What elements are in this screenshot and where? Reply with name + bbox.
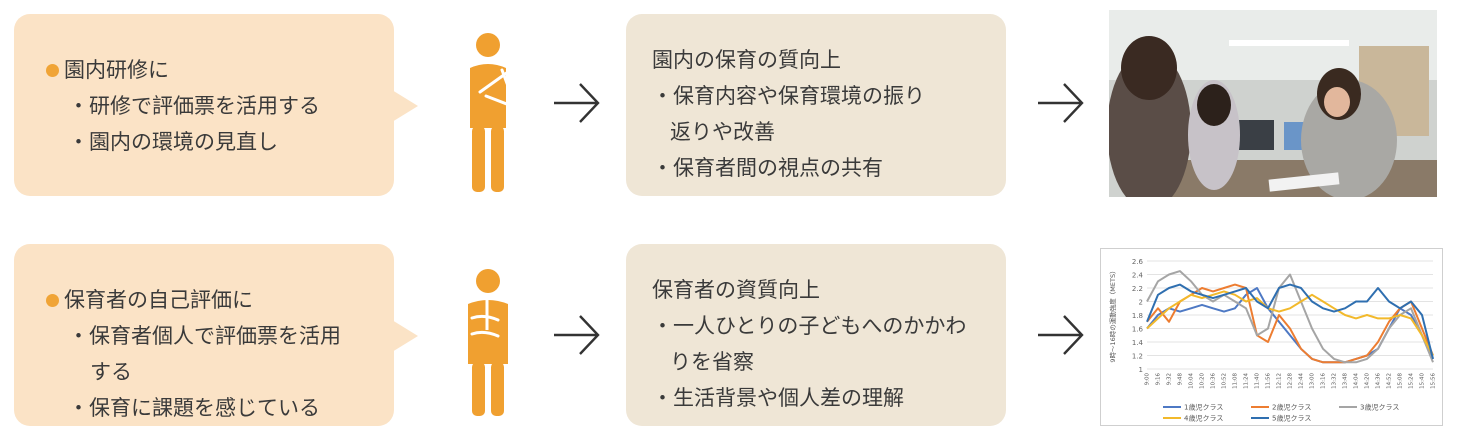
y-tick-label: 2.6: [1132, 258, 1144, 266]
x-tick-label: 11:40: [1255, 373, 1261, 389]
outcome-item: ・保育内容や保育環境の振り: [652, 84, 925, 108]
x-tick-label: 15:40: [1420, 373, 1426, 389]
y-tick-label: 2.2: [1132, 285, 1143, 293]
series-line: [1146, 290, 1434, 356]
x-tick-label: 15:08: [1398, 373, 1404, 389]
x-tick-label: 12:28: [1288, 373, 1294, 389]
y-tick-label: 1.4: [1132, 339, 1144, 347]
training-bubble: 園内研修に ・研修で評価票を活用する ・園内の環境の見直し: [14, 14, 418, 196]
x-tick-label: 12:44: [1299, 373, 1305, 389]
x-tick-label: 15:24: [1409, 373, 1415, 389]
outcome-item-cont: 返りや改善: [670, 120, 775, 144]
x-tick-label: 9:32: [1167, 373, 1173, 385]
bubble-heading: 保育者の自己評価に: [46, 282, 394, 318]
x-tick-label: 10:52: [1222, 373, 1228, 389]
arrow-right-icon: [552, 78, 602, 128]
legend-label: 5歳児クラス: [1272, 414, 1311, 423]
series-line: [1146, 287, 1434, 364]
quality-outcome-box: 園内の保育の質向上 ・保育内容や保育環境の振り 返りや改善 ・保育者間の視点の共…: [626, 14, 1006, 196]
x-tick-label: 14:20: [1365, 373, 1371, 389]
bullet-dot-icon: [46, 63, 59, 77]
y-tick-label: 2.4: [1132, 272, 1144, 280]
x-tick-label: 11:56: [1266, 373, 1272, 389]
arrow-right-icon: [1036, 310, 1086, 360]
x-tick-label: 13:16: [1321, 373, 1327, 389]
x-tick-label: 13:48: [1343, 373, 1349, 389]
activity-chart: 1 1.2 1.4 1.6 1.8 2 2.2 2.4 2.6 9:00 9:16 9:32 9:48 1…: [1100, 248, 1443, 426]
x-tick-label: 10:36: [1211, 373, 1217, 389]
legend-label: 2歳児クラス: [1272, 403, 1311, 412]
x-tick-label: 12:12: [1277, 373, 1283, 389]
person-reading-icon: [458, 268, 518, 433]
x-tick-label: 14:52: [1387, 373, 1393, 389]
training-photo: [1109, 10, 1437, 197]
arrow-right-icon: [552, 310, 602, 360]
outcome-item: ・生活背景や個人差の理解: [652, 386, 904, 410]
bullet-dot-icon: [46, 293, 59, 307]
outcome-item-cont: りを省察: [670, 350, 754, 374]
activity-line-chart: 1 1.2 1.4 1.6 1.8 2 2.2 2.4 2.6 9:00 9:16 9:32 9:48 1…: [1108, 258, 1437, 423]
x-tick-label: 14:04: [1354, 373, 1360, 389]
y-tick-label: 1.6: [1132, 326, 1144, 334]
bubble-item: ・保育に課題を感じている: [68, 396, 320, 420]
legend-label: 3歳児クラス: [1360, 403, 1399, 412]
x-tick-label: 15:56: [1431, 373, 1437, 389]
y-tick-label: 1.2: [1132, 353, 1143, 361]
outcome-item: ・一人ひとりの子どもへのかかわ: [652, 314, 967, 338]
outcome-title: 園内の保育の質向上: [652, 48, 841, 72]
bubble-item: ・園内の環境の見直し: [68, 130, 278, 154]
x-tick-label: 13:32: [1332, 373, 1338, 389]
y-tick-label: 2: [1139, 299, 1143, 307]
legend-label: 1歳児クラス: [1184, 403, 1223, 412]
competence-outcome-box: 保育者の資質向上 ・一人ひとりの子どもへのかかわ りを省察 ・生活背景や個人差の…: [626, 244, 1006, 426]
y-tick-label: 1.8: [1132, 312, 1143, 320]
bubble-item: ・研修で評価票を活用する: [68, 94, 320, 118]
x-tick-label: 14:36: [1376, 373, 1382, 389]
x-tick-label: 10:04: [1189, 373, 1195, 389]
series-line: [1146, 283, 1434, 360]
bubble-item: ・保育者個人で評価票を活用: [68, 324, 341, 348]
x-tick-label: 9:00: [1145, 373, 1151, 386]
self-evaluation-bubble: 保育者の自己評価に ・保育者個人で評価票を活用 する ・保育に課題を感じている: [14, 244, 418, 426]
series-line: [1146, 270, 1434, 364]
x-tick-label: 11:08: [1233, 373, 1239, 389]
x-tick-label: 10:20: [1200, 373, 1206, 389]
outcome-item: ・保育者間の視点の共有: [652, 156, 883, 180]
bubble-item-cont: する: [90, 360, 132, 384]
x-tick-label: 9:16: [1156, 373, 1162, 386]
bubble-heading: 園内研修に: [46, 52, 394, 88]
person-thinking-icon: [458, 32, 518, 197]
outcome-title: 保育者の資質向上: [652, 278, 820, 302]
arrow-right-icon: [1036, 78, 1086, 128]
y-tick-label: 1: [1139, 366, 1143, 374]
y-axis-label: 9時〜16時の運動強度（METS）: [1108, 267, 1117, 362]
x-tick-label: 13:00: [1310, 373, 1316, 389]
legend-label: 4歳児クラス: [1184, 414, 1223, 423]
x-tick-label: 9:48: [1178, 373, 1184, 386]
x-tick-label: 11:24: [1244, 373, 1250, 389]
